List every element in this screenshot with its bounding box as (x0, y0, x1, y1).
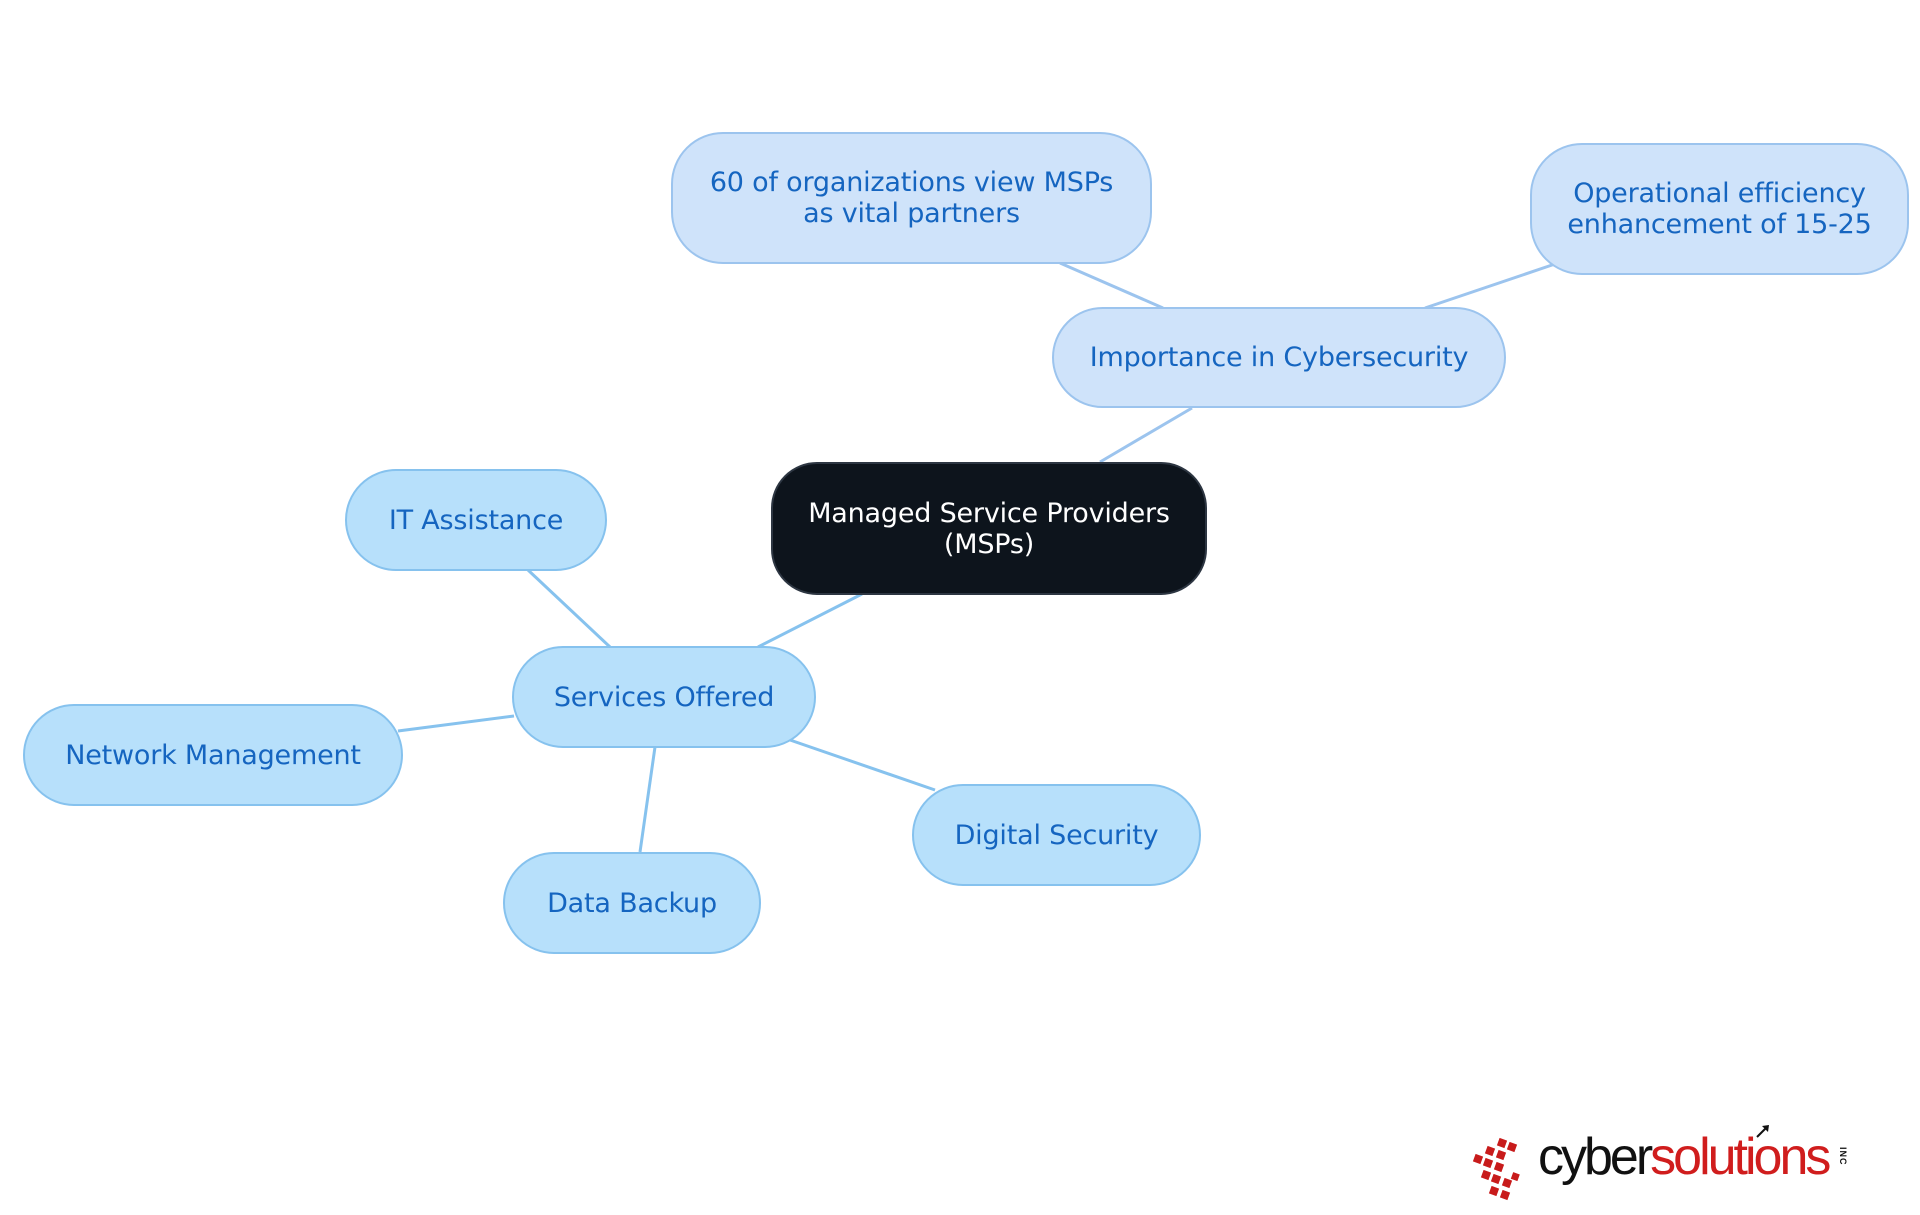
logo-wordmark: cybersolutions (1538, 1127, 1831, 1187)
edge-center-importance (1099, 406, 1193, 464)
edge-importance-efficiency (1424, 262, 1556, 310)
edge-center-services (757, 592, 863, 649)
cybersolutions-logo: cybersolutions INC (1470, 1125, 1875, 1201)
edge-importance-partners (1059, 261, 1164, 310)
node-it-assistance-label: IT Assistance (388, 504, 564, 536)
node-it-assistance: IT Assistance (345, 469, 607, 571)
edge-services-security (789, 738, 936, 792)
edge-services-backup (638, 746, 657, 853)
node-data-backup: Data Backup (503, 852, 761, 954)
node-importance-label: Importance in Cybersecurity (1089, 342, 1469, 373)
logo-word-cyber: cyber (1538, 1128, 1653, 1186)
node-network-management: Network Management (23, 704, 403, 806)
node-vital-partners: 60 of organizations view MSPs as vital p… (671, 132, 1152, 264)
logo-accent-icon (1756, 1125, 1769, 1138)
node-center-msps: Managed Service Providers (MSPs) (771, 462, 1207, 595)
node-digital-security: Digital Security (912, 784, 1201, 886)
node-services-label: Services Offered (553, 681, 775, 713)
node-backup-label: Data Backup (547, 887, 717, 919)
node-network-label: Network Management (65, 739, 361, 771)
node-services-offered: Services Offered (512, 646, 816, 748)
node-efficiency-label: Operational efficiency enhancement of 15… (1567, 178, 1872, 240)
node-partners-label: 60 of organizations view MSPs as vital p… (709, 167, 1114, 229)
node-center-label: Managed Service Providers (MSPs) (808, 497, 1170, 560)
logo-inc-suffix: INC (1838, 1147, 1848, 1166)
logo-mark-icon (1472, 1137, 1520, 1201)
node-security-label: Digital Security (954, 819, 1159, 851)
edge-services-itassistance (526, 568, 612, 649)
node-operational-efficiency: Operational efficiency enhancement of 15… (1530, 143, 1909, 275)
edge-services-network (397, 714, 515, 733)
logo-word-solutions: solutions (1650, 1128, 1831, 1186)
node-importance-cybersecurity: Importance in Cybersecurity (1052, 307, 1506, 408)
